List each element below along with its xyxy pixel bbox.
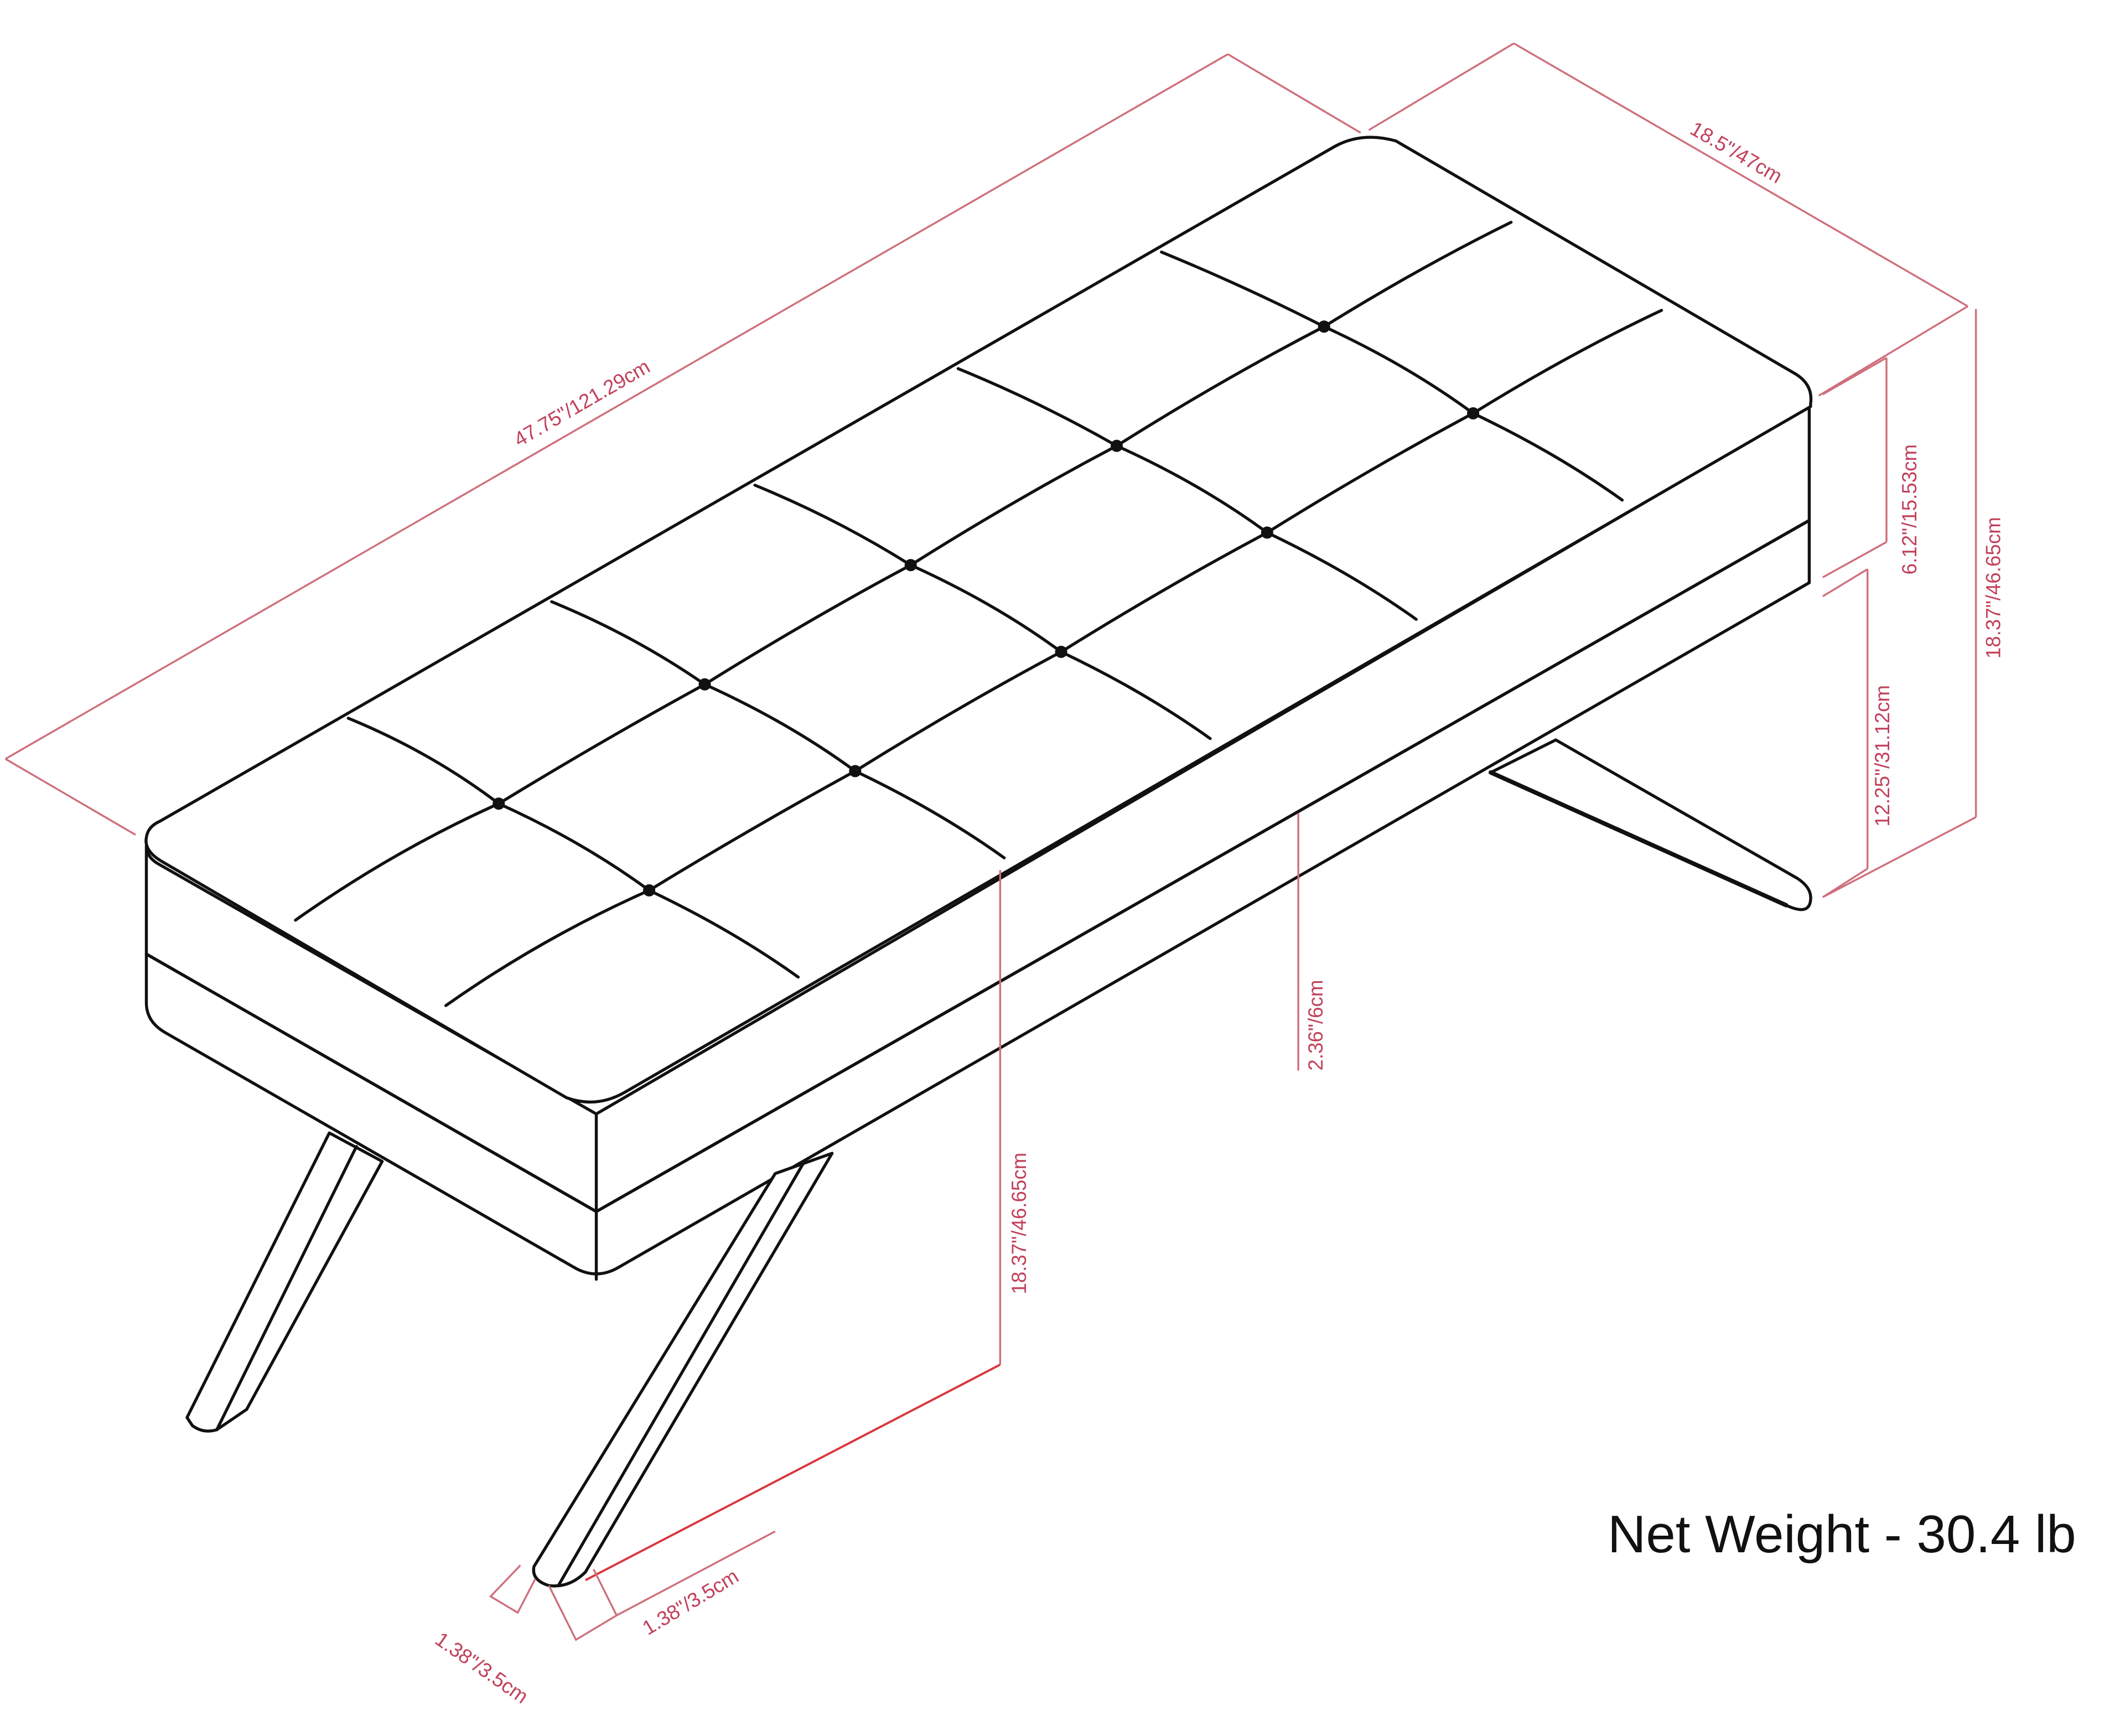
- left-front-leg: [185, 1131, 384, 1433]
- length-label: 47.75"/121.29cm: [510, 355, 654, 451]
- tuft-button: [493, 797, 505, 810]
- dimension-seat-clearance: 12.25"/31.12cm: [1822, 568, 1894, 898]
- back-right-leg: [1488, 738, 1812, 911]
- dimension-apron: 2.36"/6cm: [1297, 813, 1327, 1071]
- seat-box: [144, 405, 1811, 1281]
- dimension-height-front: 18.37"/46.65cm: [585, 870, 1030, 1582]
- tuft-button: [849, 765, 862, 778]
- tuft-button: [904, 559, 917, 572]
- tuft-button: [1318, 320, 1330, 333]
- apron-label: 2.36"/6cm: [1304, 980, 1327, 1071]
- seat-thickness-label: 6.12"/15.53cm: [1898, 444, 1921, 575]
- net-weight-label: Net Weight - 30.4 lb: [1608, 1505, 2076, 1564]
- seat-clearance-label: 12.25"/31.12cm: [1871, 685, 1894, 827]
- tuft-button: [1261, 526, 1273, 539]
- tuft-button: [1467, 407, 1480, 419]
- leg-width-label: 1.38"/3.5cm: [431, 1628, 532, 1708]
- height-right-label: 18.37"/46.65cm: [1982, 517, 2005, 659]
- tuft-button: [1055, 645, 1067, 658]
- dimension-leg-width: 1.38"/3.5cm 1.38"/3.5cm: [431, 1530, 776, 1708]
- tuft-button: [1110, 439, 1123, 452]
- seat-top: [144, 136, 1813, 1104]
- tuft-button: [698, 678, 711, 691]
- height-front-label: 18.37"/46.65cm: [1008, 1153, 1030, 1294]
- dimension-seat-thickness: 6.12"/15.53cm: [1822, 357, 1921, 578]
- dimension-height-right: 18.37"/46.65cm: [1822, 309, 2005, 898]
- tuft-button: [643, 884, 656, 896]
